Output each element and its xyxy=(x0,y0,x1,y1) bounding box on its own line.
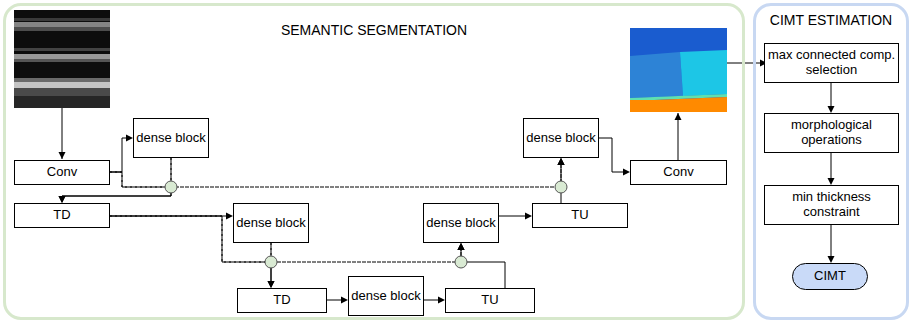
result-terminal: CIMT xyxy=(792,263,868,290)
handoff-arrow xyxy=(727,63,767,64)
box-label: dense block xyxy=(351,289,420,304)
arrow-head xyxy=(126,135,133,142)
process-box: dense block xyxy=(523,118,599,158)
connector-line xyxy=(831,153,832,178)
process-box: dense block xyxy=(423,203,499,243)
box-label: dense block xyxy=(426,216,495,231)
arrow-head xyxy=(458,243,465,250)
arrow-head xyxy=(226,213,233,220)
concat-junctions xyxy=(165,181,567,268)
process-box: TU xyxy=(532,203,628,228)
connector-line xyxy=(499,216,525,217)
connector-line xyxy=(110,138,126,172)
process-box: TD xyxy=(14,203,110,228)
arrow-head xyxy=(828,256,835,263)
arrow-head xyxy=(558,158,565,165)
connector-line xyxy=(831,83,832,106)
process-box: dense block xyxy=(133,118,209,158)
arrow-head xyxy=(828,178,835,185)
box-label: TD xyxy=(53,208,70,223)
box-label: max connected comp. selection xyxy=(765,48,898,78)
process-box: dense block xyxy=(233,203,309,243)
box-label: min thickness constraint xyxy=(765,190,898,220)
connector-line xyxy=(110,165,561,187)
arrow-head xyxy=(623,169,630,176)
stage-panel: SEMANTIC SEGMENTATIONConvdense blockTDde… xyxy=(3,3,745,320)
connector-line xyxy=(424,300,438,301)
process-box: morphological operations xyxy=(764,113,899,153)
flow-connector xyxy=(499,213,532,220)
flow-connector xyxy=(828,225,835,263)
arrow-head xyxy=(268,281,275,288)
connector-line xyxy=(171,158,561,187)
stage-panel: CIMT ESTIMATION max connected comp. selec… xyxy=(753,3,909,320)
box-label: dense block xyxy=(236,216,305,231)
arrow-head xyxy=(525,213,532,220)
arrow-head xyxy=(558,158,565,165)
flow-connector xyxy=(828,83,835,113)
box-label: TU xyxy=(571,208,588,223)
arrow-head xyxy=(59,196,66,203)
panel-heading: SEMANTIC SEGMENTATION xyxy=(6,22,742,38)
box-label: dense block xyxy=(526,131,595,146)
arrow-head xyxy=(438,297,445,304)
output-arrow xyxy=(678,113,679,160)
process-box: min thickness constraint xyxy=(764,185,899,225)
box-label: CIMT xyxy=(814,269,846,284)
arrow-head xyxy=(558,158,565,165)
connector-line xyxy=(461,250,505,288)
ultrasound-input-image xyxy=(14,10,110,108)
box-label: Conv xyxy=(47,165,77,180)
arrow-head xyxy=(828,106,835,113)
process-box: TD xyxy=(237,288,327,313)
flow-connector xyxy=(271,243,465,262)
segmentation-output-image xyxy=(630,28,727,112)
box-label: TU xyxy=(481,293,498,308)
box-label: morphological operations xyxy=(765,118,898,148)
connector-line xyxy=(831,225,832,256)
box-label: Conv xyxy=(663,165,693,180)
connector-line xyxy=(327,300,341,301)
panel-heading: CIMT ESTIMATION xyxy=(756,12,906,28)
arrow-head xyxy=(341,297,348,304)
box-label: TD xyxy=(273,293,290,308)
arrow-head xyxy=(59,196,66,203)
input-arrow xyxy=(62,108,63,159)
arrow-head xyxy=(268,281,275,288)
flow-connector xyxy=(327,297,348,304)
process-box: Conv xyxy=(630,160,727,185)
connector-line xyxy=(599,138,623,172)
flow-connector xyxy=(599,138,630,176)
flow-connector xyxy=(171,158,565,187)
process-box: TU xyxy=(445,288,535,313)
flow-connector xyxy=(424,297,445,304)
process-box: dense block xyxy=(348,276,424,316)
process-box: Conv xyxy=(14,160,110,185)
connector-line xyxy=(271,243,461,262)
flow-connector xyxy=(110,135,133,173)
flow-connector xyxy=(828,153,835,185)
flow-connector xyxy=(110,158,565,187)
process-box: max connected comp. selection xyxy=(764,43,899,83)
arrow-head xyxy=(458,243,465,250)
box-label: dense block xyxy=(136,131,205,146)
arrow-head xyxy=(458,243,465,250)
